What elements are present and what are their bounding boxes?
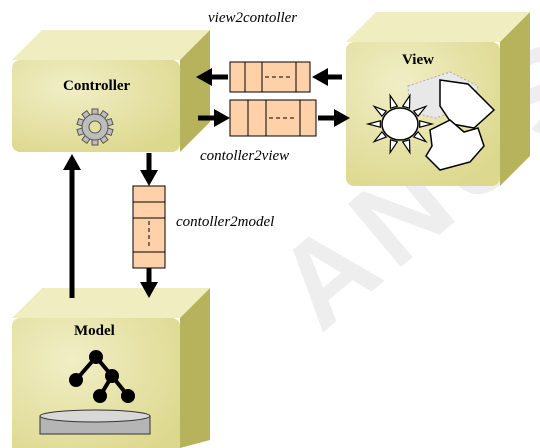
database-icon bbox=[39, 409, 151, 435]
arrow-view-to-queue bbox=[312, 68, 342, 86]
view2controller-label: view2contoller bbox=[208, 10, 298, 26]
arrow-queue-to-controller bbox=[196, 68, 228, 86]
controller2view-label: contoller2view bbox=[200, 148, 290, 164]
gear-icon bbox=[76, 108, 114, 146]
arrow-model-to-controller bbox=[63, 154, 81, 298]
arrow-controller-to-model-queue bbox=[140, 153, 158, 186]
arrow-queue-to-view bbox=[318, 109, 350, 127]
arrow-queue-to-model bbox=[140, 268, 158, 298]
shapes-icon bbox=[365, 71, 496, 171]
queue-controller2view bbox=[229, 99, 317, 137]
controller-box bbox=[12, 30, 210, 152]
model-label: Model bbox=[74, 323, 115, 339]
view-label: View bbox=[402, 52, 434, 68]
queue-controller2model bbox=[132, 185, 166, 269]
arrow-controller-to-queue bbox=[198, 109, 230, 127]
controller2model-label: contoller2model bbox=[176, 214, 275, 230]
queue-view2controller bbox=[229, 61, 311, 93]
controller-label: Controller bbox=[63, 78, 131, 94]
tree-icon bbox=[69, 350, 135, 403]
